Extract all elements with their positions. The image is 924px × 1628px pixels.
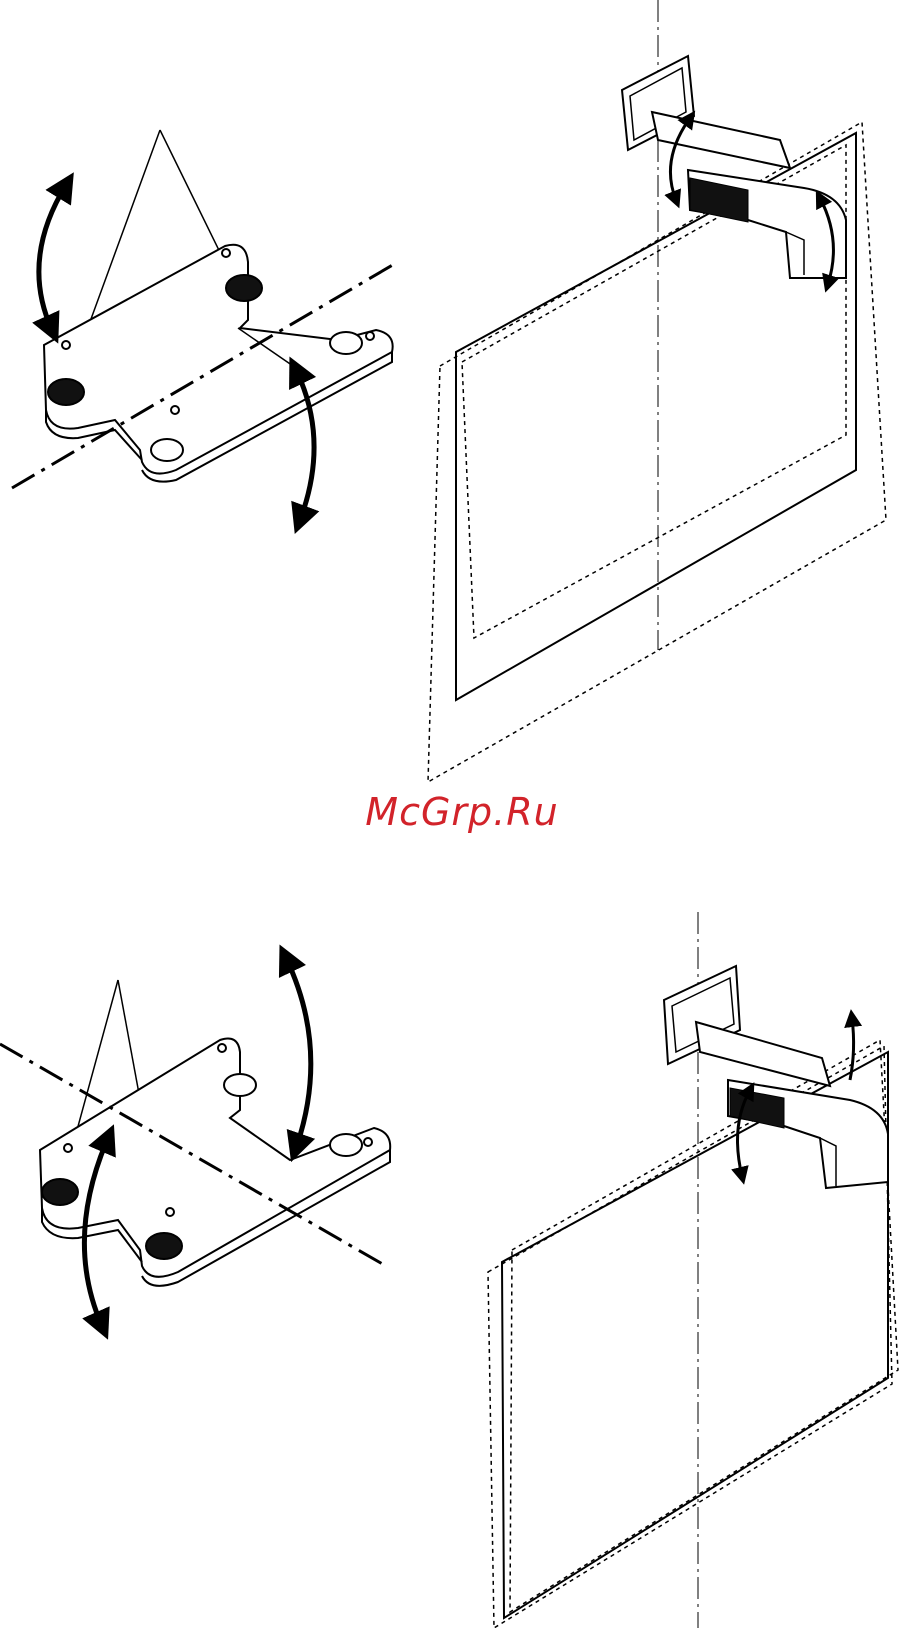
adjust-rotation-arrow-icon [286,958,311,1148]
knob [42,1179,78,1205]
bottom-right-projector-screen [488,912,898,1628]
adjust-rotation-arrow-icon [39,185,66,330]
knob [48,379,84,405]
top-left-bracket [12,130,396,488]
bolt [151,439,183,461]
top-right-projector-screen [428,0,886,782]
mount-arm [696,1022,830,1086]
watermark-text: McGrp.Ru [0,790,924,834]
bolt [224,1074,256,1096]
bottom-left-bracket [0,980,390,1286]
knob [146,1233,182,1259]
bolt [330,332,362,354]
knob [226,275,262,301]
swivel-arrow-icon [850,1018,854,1080]
bolt [330,1134,362,1156]
